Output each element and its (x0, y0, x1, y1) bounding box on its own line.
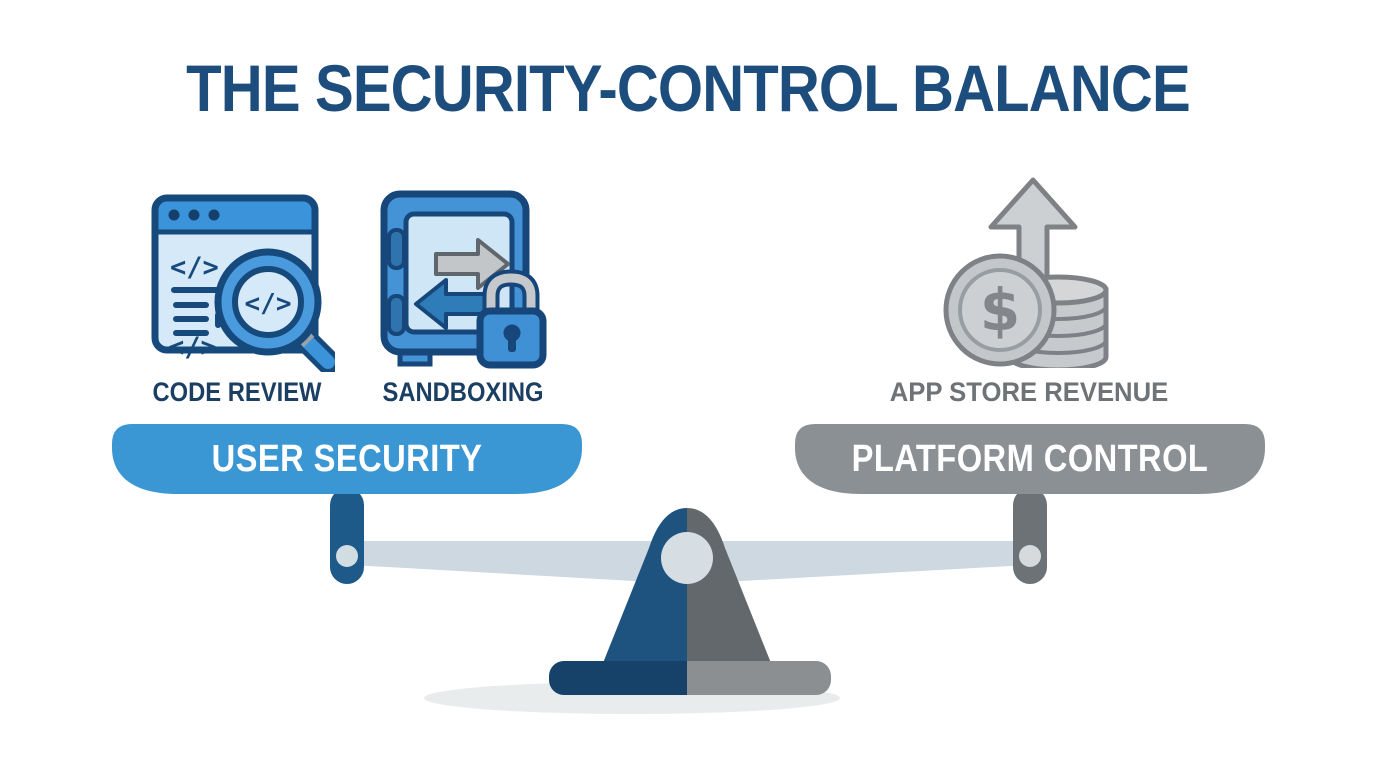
fulcrum (603, 508, 771, 663)
page-title: THE SECURITY-CONTROL BALANCE (186, 51, 1191, 125)
pivot-hole (661, 532, 713, 584)
coins-up-arrow-icon: $ (943, 177, 1109, 368)
dollar-coin: $ (943, 253, 1057, 367)
right-pan-label: PLATFORM CONTROL (851, 438, 1209, 480)
code-review-magnifier-icon: </> </> </> (151, 194, 335, 372)
svg-text:$: $ (980, 276, 1020, 344)
svg-text:</>: </> (245, 289, 292, 319)
right-hanger (1013, 488, 1047, 584)
left-pan-label: USER SECURITY (211, 438, 483, 480)
svg-text:</>: </> (168, 332, 217, 363)
label-code-review: CODE REVIEW (152, 377, 322, 407)
padlock (476, 269, 547, 369)
right-pan (795, 424, 1265, 494)
label-sandboxing: SANDBOXING (382, 377, 544, 407)
scale-base (549, 661, 831, 695)
label-app-store-revenue: APP STORE REVENUE (889, 377, 1169, 407)
safe-padlock-icon (380, 190, 547, 369)
left-hanger (330, 488, 364, 584)
magnifier-glass: </> (214, 248, 335, 372)
svg-text:</>: </> (170, 252, 219, 283)
left-pan (112, 424, 582, 494)
